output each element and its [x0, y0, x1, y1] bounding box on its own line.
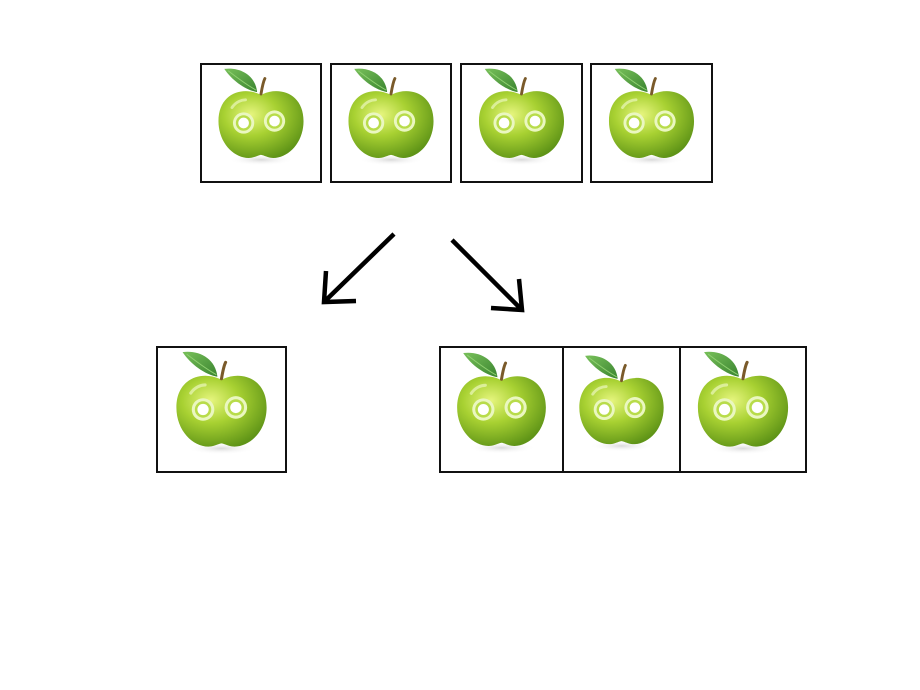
green-apple-icon	[441, 348, 562, 471]
apple-card	[562, 346, 681, 473]
arrow-left	[321, 232, 396, 305]
apple-card	[330, 63, 452, 183]
apple-card	[156, 346, 287, 473]
green-apple-icon	[564, 348, 679, 471]
apple-card	[590, 63, 713, 183]
apple-card	[200, 63, 322, 183]
apple-card	[439, 346, 564, 473]
green-apple-icon	[592, 65, 711, 181]
green-apple-icon	[681, 348, 805, 471]
green-apple-icon	[332, 65, 450, 181]
green-apple-icon	[202, 65, 320, 181]
green-apple-icon	[462, 65, 581, 181]
green-apple-icon	[158, 348, 285, 471]
arrow-right	[450, 238, 525, 313]
apple-card	[460, 63, 583, 183]
apple-card	[679, 346, 807, 473]
